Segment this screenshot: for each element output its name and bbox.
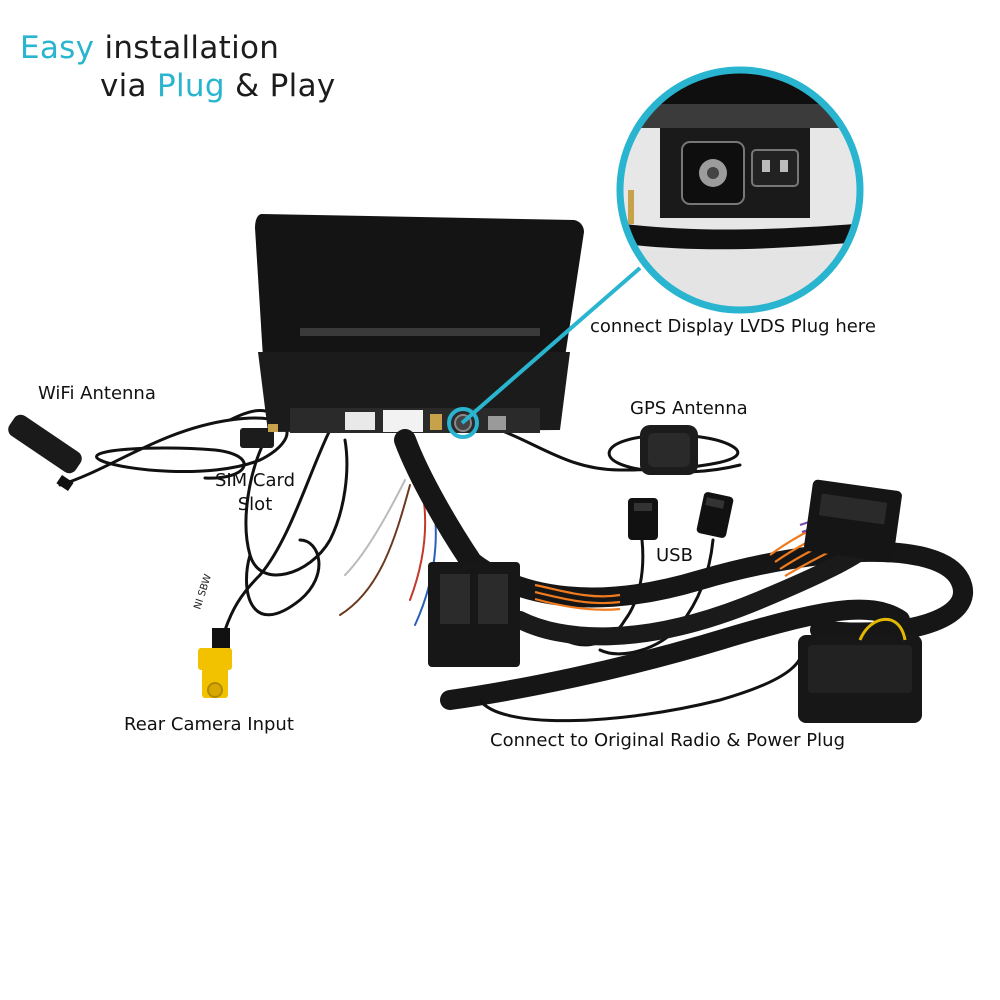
headline-easy: Easy <box>20 30 95 66</box>
port-highlight-ring <box>447 407 479 439</box>
wifi-cable <box>58 416 289 487</box>
zoom-ring <box>616 66 864 314</box>
cable-tag: NI SBW <box>192 573 214 611</box>
gps-antenna <box>640 425 698 475</box>
main-harness-top <box>394 429 481 571</box>
label-radio-power: Connect to Original Radio & Power Plug <box>490 730 845 751</box>
rear-camera-cable <box>223 428 332 632</box>
white-wire <box>344 479 406 576</box>
label-sim-card-slot: SIM Card Slot <box>205 470 305 516</box>
display-panel <box>255 214 584 390</box>
headline-plug: Plug <box>157 68 225 104</box>
usb-plugs <box>628 492 734 540</box>
port-gold <box>430 414 442 430</box>
port-white-2 <box>383 410 423 432</box>
brown-wire <box>339 484 411 616</box>
label-gps-antenna: GPS Antenna <box>630 398 748 419</box>
label-sim-card: SIM Card <box>214 470 296 491</box>
wifi-antenna <box>8 414 82 492</box>
harness-loop-3 <box>511 536 879 646</box>
headline-line-2: via Plug & Play <box>100 68 336 104</box>
label-usb: USB <box>656 545 693 566</box>
head-unit <box>255 214 584 433</box>
label-slot: Slot <box>237 494 273 515</box>
usb-plug-2 <box>696 492 734 538</box>
port-white-1 <box>345 412 375 430</box>
cables <box>58 409 742 656</box>
label-wifi-antenna: WiFi Antenna <box>38 383 156 404</box>
rear-camera-rca: NI SBW <box>192 573 232 698</box>
port-gray <box>488 416 506 430</box>
headline-line-1: Easy installation <box>20 30 279 66</box>
headline-ampersand: & <box>235 68 260 104</box>
harness-thin-loop <box>478 639 804 723</box>
radio-power-harness <box>428 479 973 723</box>
yellow-wire <box>858 617 907 641</box>
harness-loop-2 <box>440 599 910 710</box>
lvds-zoom-callout <box>447 66 864 439</box>
loop-cable <box>245 538 321 617</box>
gps-cable <box>498 428 742 474</box>
car-side-connector <box>804 479 902 563</box>
sim-card-module <box>240 424 278 448</box>
headline-installation: installation <box>104 30 280 66</box>
headline-via: via <box>100 68 147 104</box>
zoom-pointer-line <box>460 266 642 425</box>
label-rear-camera: Rear Camera Input <box>124 714 294 735</box>
headline-play: Play <box>269 68 336 104</box>
power-socket <box>751 149 799 187</box>
sim-cable <box>244 438 349 577</box>
label-lvds: connect Display LVDS Plug here <box>590 316 876 337</box>
display-highlight <box>300 328 540 336</box>
